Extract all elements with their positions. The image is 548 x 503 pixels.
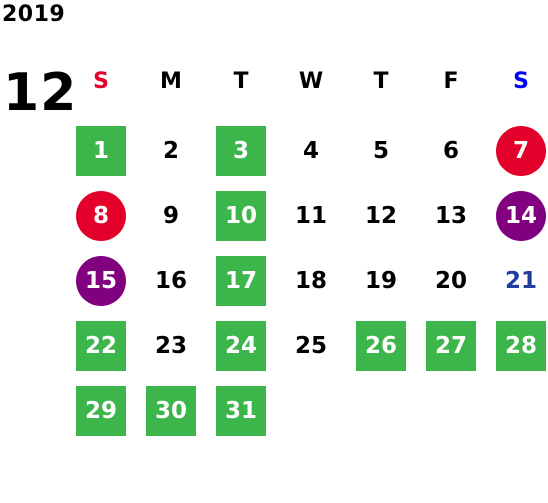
day-number: 24 bbox=[216, 320, 266, 371]
day-number: 21 bbox=[504, 267, 537, 294]
day-cell[interactable]: 20 bbox=[416, 248, 486, 313]
day-number: 2 bbox=[162, 137, 179, 164]
day-number: 15 bbox=[76, 255, 126, 306]
day-cell[interactable]: 19 bbox=[346, 248, 416, 313]
day-number: 22 bbox=[76, 320, 126, 371]
day-number: 31 bbox=[216, 385, 266, 436]
day-number: 4 bbox=[302, 137, 319, 164]
day-cell[interactable]: 18 bbox=[276, 248, 346, 313]
day-number: 7 bbox=[496, 125, 546, 176]
year-label: 2019 bbox=[2, 2, 66, 27]
day-number: 11 bbox=[294, 202, 327, 229]
day-number: 1 bbox=[76, 125, 126, 176]
day-cell[interactable]: 11 bbox=[276, 183, 346, 248]
weekday-header: S bbox=[513, 69, 529, 94]
day-number: 17 bbox=[216, 255, 266, 306]
day-number: 18 bbox=[294, 267, 327, 294]
weekday-header: S bbox=[93, 69, 109, 94]
day-cell[interactable]: 10 bbox=[206, 183, 276, 248]
day-number: 29 bbox=[76, 385, 126, 436]
weekday-header: T bbox=[373, 69, 389, 94]
day-number: 20 bbox=[434, 267, 467, 294]
weekday-header: F bbox=[443, 69, 459, 94]
day-number: 26 bbox=[356, 320, 406, 371]
day-cell[interactable]: 13 bbox=[416, 183, 486, 248]
day-number: 6 bbox=[442, 137, 459, 164]
day-cell[interactable]: 26 bbox=[346, 313, 416, 378]
day-cell[interactable]: 1 bbox=[66, 118, 136, 183]
day-number: 5 bbox=[372, 137, 389, 164]
day-cell[interactable]: 8 bbox=[66, 183, 136, 248]
month-number: 12 bbox=[3, 63, 78, 123]
day-number: 19 bbox=[364, 267, 397, 294]
day-cell[interactable]: 15 bbox=[66, 248, 136, 313]
day-number: 25 bbox=[294, 332, 327, 359]
day-number: 10 bbox=[216, 190, 266, 241]
day-cell[interactable]: 27 bbox=[416, 313, 486, 378]
weekday-header: M bbox=[160, 69, 182, 94]
day-cell[interactable]: 21 bbox=[486, 248, 548, 313]
day-cell[interactable]: 4 bbox=[276, 118, 346, 183]
day-cell[interactable]: 14 bbox=[486, 183, 548, 248]
day-cell[interactable]: 12 bbox=[346, 183, 416, 248]
day-number: 13 bbox=[434, 202, 467, 229]
day-number: 12 bbox=[364, 202, 397, 229]
day-number: 28 bbox=[496, 320, 546, 371]
day-number: 27 bbox=[426, 320, 476, 371]
day-cell[interactable]: 2 bbox=[136, 118, 206, 183]
day-number: 16 bbox=[154, 267, 187, 294]
day-cell[interactable]: 29 bbox=[66, 378, 136, 443]
day-cell[interactable]: 23 bbox=[136, 313, 206, 378]
day-number: 30 bbox=[146, 385, 196, 436]
weekday-header: W bbox=[298, 69, 324, 94]
day-number: 3 bbox=[216, 125, 266, 176]
day-number: 14 bbox=[496, 190, 546, 241]
day-number: 23 bbox=[154, 332, 187, 359]
day-cell[interactable]: 25 bbox=[276, 313, 346, 378]
day-cell[interactable]: 3 bbox=[206, 118, 276, 183]
day-cell[interactable]: 30 bbox=[136, 378, 206, 443]
day-cell[interactable]: 6 bbox=[416, 118, 486, 183]
day-cell[interactable]: 16 bbox=[136, 248, 206, 313]
day-cell[interactable]: 7 bbox=[486, 118, 548, 183]
day-number: 8 bbox=[76, 190, 126, 241]
day-cell[interactable]: 5 bbox=[346, 118, 416, 183]
day-cell[interactable]: 28 bbox=[486, 313, 548, 378]
day-cell[interactable]: 31 bbox=[206, 378, 276, 443]
day-cell[interactable]: 22 bbox=[66, 313, 136, 378]
day-number: 9 bbox=[162, 202, 179, 229]
day-cell[interactable]: 9 bbox=[136, 183, 206, 248]
weekday-header: T bbox=[233, 69, 249, 94]
day-cell[interactable]: 24 bbox=[206, 313, 276, 378]
day-cell[interactable]: 17 bbox=[206, 248, 276, 313]
